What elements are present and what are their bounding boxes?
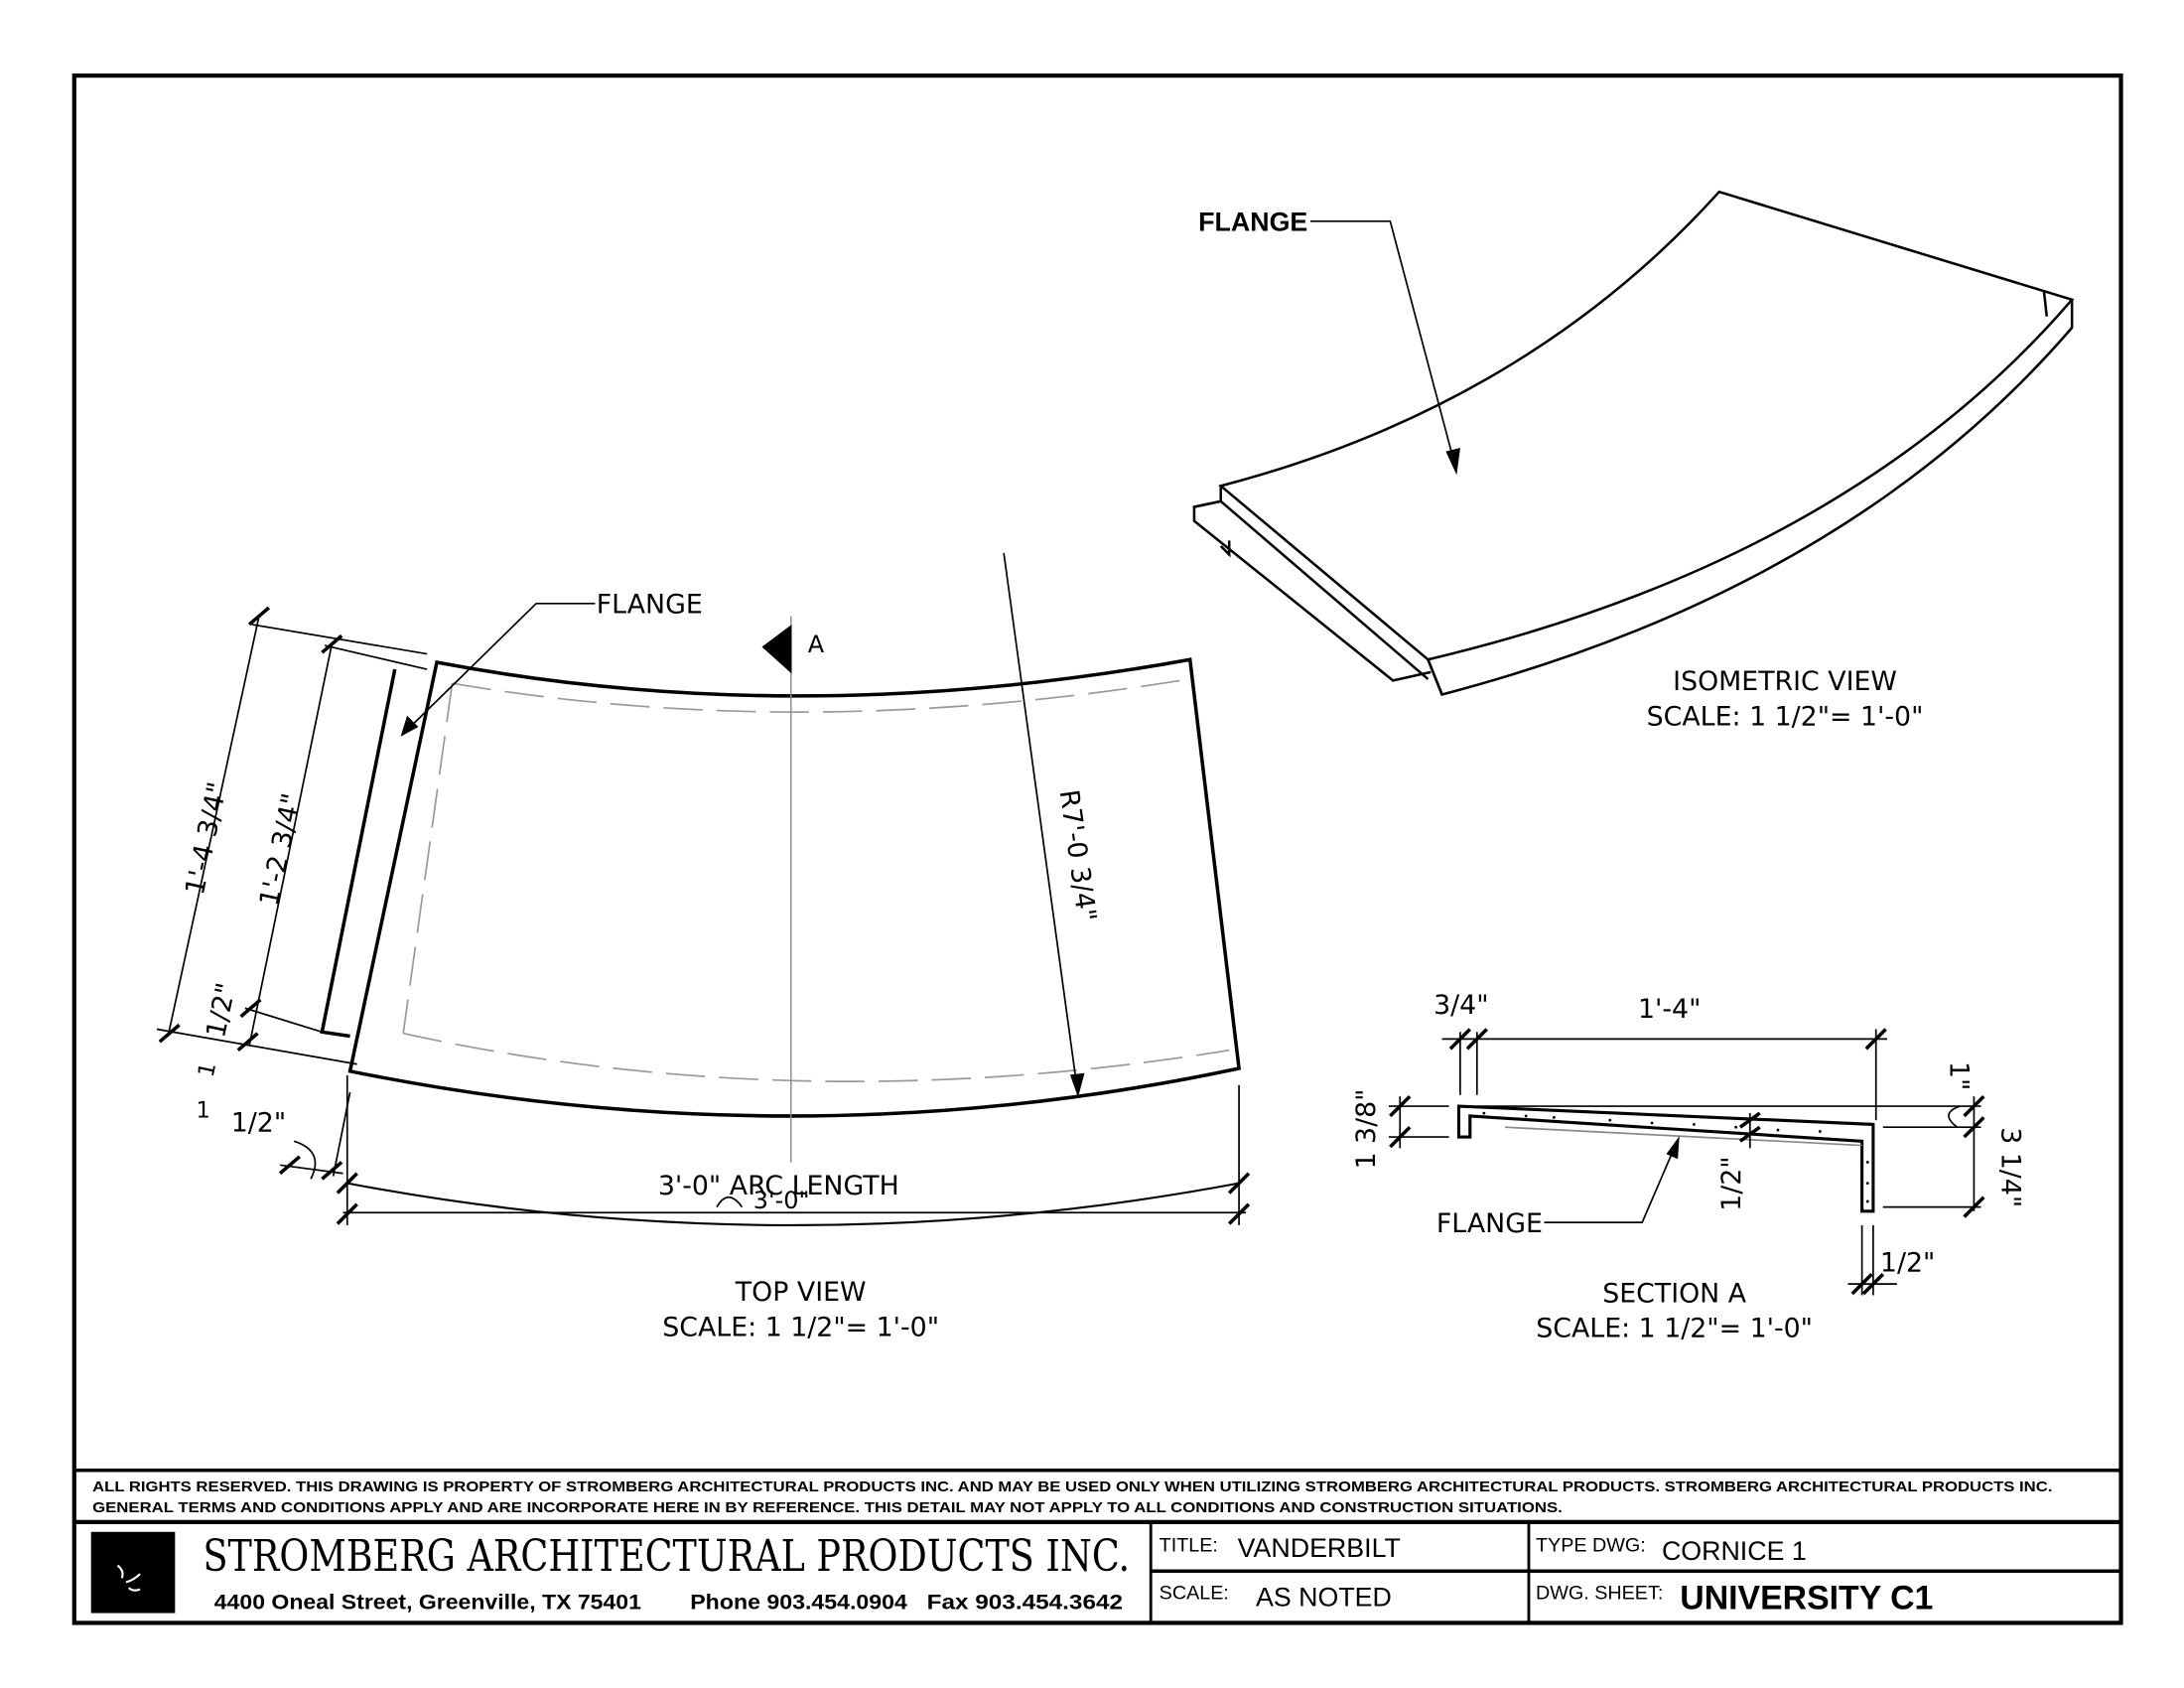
company-name: STROMBERG ARCHITECTURAL PRODUCTS INC. — [204, 1531, 1131, 1582]
iso-flange-label: FLANGE — [1198, 208, 1307, 237]
dim-half-b: 1/2" — [231, 1107, 286, 1138]
title-label: TITLE: — [1160, 1535, 1218, 1557]
section-flange-line — [1504, 1126, 1862, 1147]
section-title: SECTION A — [1602, 1278, 1747, 1309]
top-view-flange-edge — [320, 668, 397, 1039]
iso-front-edge — [1427, 299, 2074, 696]
dim-inner-width: 1'-2 3/4" — [254, 790, 308, 909]
dim-drop-thickness: 1/2" — [1880, 1247, 1935, 1278]
dim-top-drop: 1" — [1943, 1061, 1974, 1090]
dim-one-a: 1 — [194, 1060, 221, 1079]
concrete-hatch — [1482, 1111, 1869, 1203]
disclaimer-line-2: GENERAL TERMS AND CONDITIONS APPLY AND A… — [92, 1500, 1563, 1516]
iso-title: ISOMETRIC VIEW — [1673, 666, 1897, 697]
top-view-panel — [347, 657, 1242, 1118]
dim-radius: R7'-0 3/4" — [1053, 787, 1102, 923]
section-scale: SCALE: 1 1/2"= 1'-0" — [1536, 1314, 1813, 1344]
disclaimer-line-1: ALL RIGHTS RESERVED. THIS DRAWING IS PRO… — [92, 1479, 2052, 1495]
type-label: TYPE DWG: — [1536, 1535, 1646, 1557]
section-marker-label: A — [808, 631, 825, 658]
sheet-value: UNIVERSITY C1 — [1680, 1579, 1933, 1617]
flange-leader — [401, 602, 596, 736]
flange-leader-arrow — [400, 715, 419, 737]
section-flange-label: FLANGE — [1436, 1208, 1543, 1239]
scale-label: SCALE: — [1160, 1582, 1229, 1604]
dim-arc-length: 3'-0" ARC LENGTH — [658, 1171, 899, 1201]
title-block: ALL RIGHTS RESERVED. THIS DRAWING IS PRO… — [73, 1468, 2121, 1623]
type-value: CORNICE 1 — [1662, 1536, 1807, 1566]
dim-half-a: 1/2" — [201, 980, 242, 1041]
section-profile — [1456, 1104, 1875, 1213]
radius-arrow — [1069, 1072, 1085, 1098]
sheet-border — [71, 73, 2123, 1625]
company-address: 4400 Oneal Street, Greenville, TX 75401 — [214, 1591, 641, 1614]
dim-depth: 1'-4" — [1638, 994, 1701, 1025]
arc-length-dim — [346, 1182, 1240, 1226]
scale-value: AS NOTED — [1256, 1583, 1392, 1613]
dim-one-b: 1 — [196, 1097, 209, 1123]
company-phone: Phone 903.454.0904 — [690, 1591, 907, 1614]
dim-lip: 3/4" — [1433, 990, 1488, 1021]
dim-overall-width: 1'-4 3/4" — [180, 779, 233, 898]
iso-scale: SCALE: 1 1/2"= 1'-0" — [1647, 701, 1924, 732]
iso-top-face — [1218, 190, 2075, 661]
top-view — [156, 552, 1251, 1226]
isometric-view — [1192, 190, 2075, 696]
top-view-hidden-line — [402, 679, 1230, 1082]
dim-lip-height: 1 3/8" — [1351, 1089, 1382, 1170]
title-value: VANDERBILT — [1238, 1533, 1401, 1563]
iso-flange-leader — [1309, 219, 1457, 470]
dim-drop-height: 3 1/4" — [1995, 1127, 2026, 1207]
sheet-label: DWG. SHEET: — [1536, 1582, 1663, 1604]
company-fax: Fax 903.454.3642 — [927, 1591, 1123, 1614]
top-view-title: TOP VIEW — [735, 1277, 867, 1308]
radius-line — [1003, 552, 1079, 1095]
top-view-scale: SCALE: 1 1/2"= 1'-0" — [662, 1312, 939, 1342]
dim-arc-overlay: 3'-0" — [753, 1187, 810, 1214]
company-logo — [90, 1531, 176, 1614]
section-a — [1388, 1028, 1985, 1296]
top-flange-label: FLANGE — [597, 590, 703, 621]
section-marker-icon — [761, 624, 792, 674]
dim-thickness: 1/2" — [1716, 1156, 1747, 1210]
